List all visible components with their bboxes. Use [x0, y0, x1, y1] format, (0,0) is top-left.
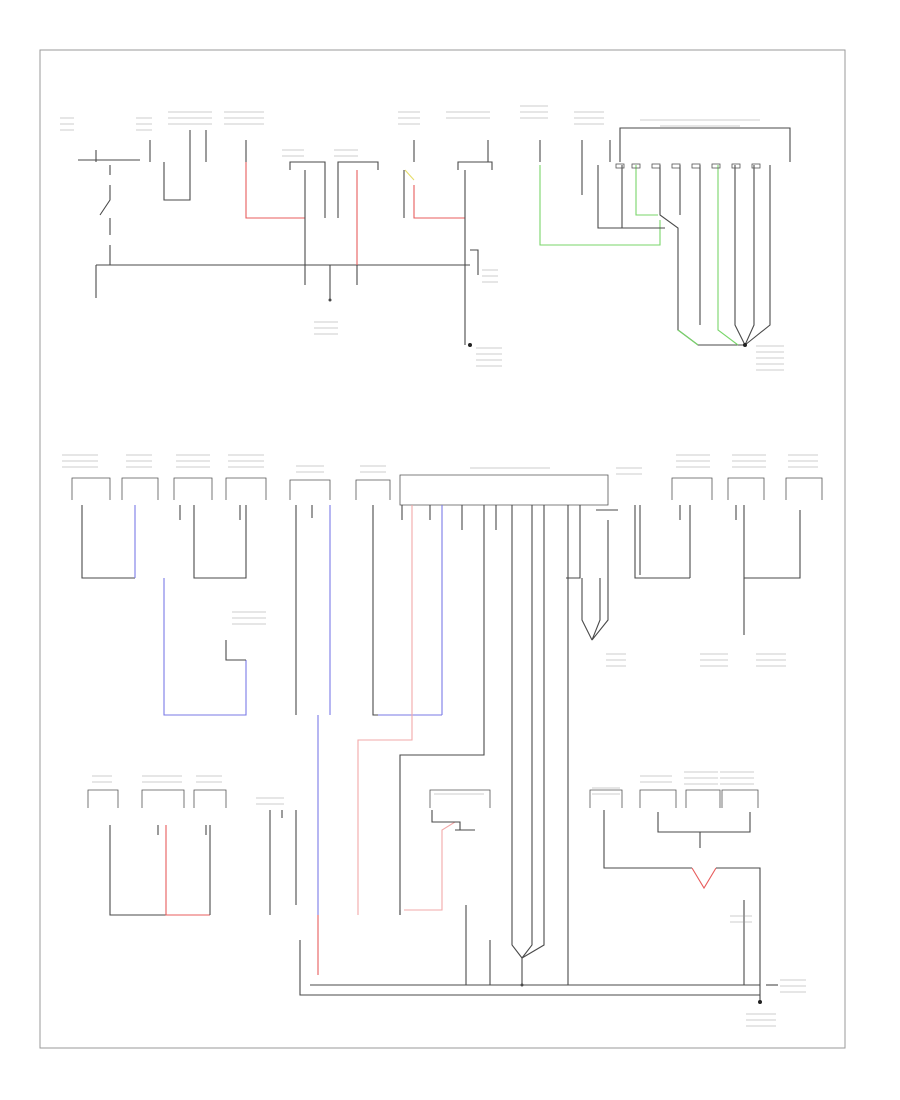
top-section [78, 127, 791, 347]
ground-point-top-right [743, 343, 747, 347]
splice-top-left [328, 298, 332, 302]
middle-section [71, 474, 823, 985]
bottom-section [87, 715, 778, 1004]
ground-point-top [468, 343, 472, 347]
diagram-border [39, 49, 846, 1049]
ground-point-bottom [758, 1000, 762, 1004]
label-marks [60, 105, 818, 1027]
splice-bottom-middle [520, 983, 524, 987]
